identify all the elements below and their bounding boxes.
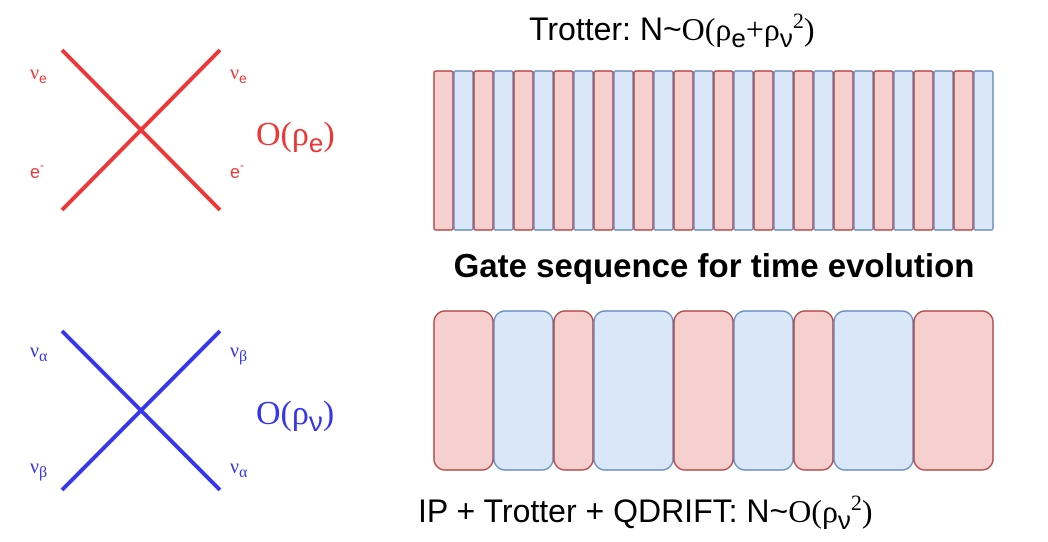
trotter-gate-block — [953, 70, 974, 231]
neutrino-line-2 — [60, 329, 222, 492]
neutrino-top-right-label: νβ — [230, 340, 247, 365]
electron-bottom-left-label: e- — [30, 158, 44, 182]
neutrino-vertex: να νβ νβ να O(ρν) — [30, 329, 334, 492]
ip-gate-sequence — [433, 310, 994, 471]
trotter-gate-block — [893, 70, 914, 231]
ip-gate-block — [913, 310, 994, 471]
ip-gate-block — [833, 310, 914, 471]
electron-line-2 — [60, 48, 222, 212]
trotter-gate-block — [473, 70, 494, 231]
trotter-gate-block — [773, 70, 794, 231]
ip-gate-block — [733, 310, 794, 471]
trotter-gate-block — [753, 70, 774, 231]
gate-sequence-title: Gate sequence for time evolution — [454, 247, 975, 284]
trotter-gate-block — [433, 70, 454, 231]
neutrino-top-left-label: να — [30, 340, 48, 365]
trotter-gate-block — [713, 70, 734, 231]
trotter-label: Trotter: N~O(ρe+ρν2) — [529, 8, 815, 53]
trotter-gate-block — [633, 70, 654, 231]
trotter-gate-block — [793, 70, 814, 231]
trotter-gate-block — [513, 70, 534, 231]
electron-order-label: O(ρe) — [256, 116, 335, 158]
trotter-gate-block — [913, 70, 934, 231]
electron-bottom-right-label: e- — [230, 158, 244, 182]
ip-gate-block — [793, 310, 834, 471]
trotter-gate-block — [453, 70, 474, 231]
trotter-gate-block — [613, 70, 634, 231]
ip-gate-block — [493, 310, 554, 471]
trotter-gate-block — [553, 70, 574, 231]
ip-gate-block — [673, 310, 734, 471]
trotter-gate-block — [873, 70, 894, 231]
ip-gate-block — [433, 310, 494, 471]
trotter-gate-block — [693, 70, 714, 231]
trotter-gate-block — [733, 70, 754, 231]
electron-top-left-label: νe — [30, 62, 47, 86]
trotter-gate-block — [853, 70, 874, 231]
ip-label: IP + Trotter + QDRIFT: N~O(ρν2) — [418, 490, 873, 535]
trotter-gate-block — [533, 70, 554, 231]
electron-top-right-label: νe — [230, 62, 247, 86]
electron-vertex: νe νe e- e- O(ρe) — [30, 48, 335, 212]
trotter-gate-block — [833, 70, 854, 231]
trotter-gate-block — [653, 70, 674, 231]
trotter-gate-block — [813, 70, 834, 231]
trotter-gate-block — [933, 70, 954, 231]
ip-gate-block — [593, 310, 674, 471]
neutrino-bottom-left-label: νβ — [30, 456, 47, 481]
trotter-gate-block — [493, 70, 514, 231]
trotter-gate-block — [573, 70, 594, 231]
trotter-gate-sequence — [433, 70, 994, 231]
neutrino-bottom-right-label: να — [230, 456, 248, 481]
ip-gate-block — [553, 310, 594, 471]
neutrino-order-label: O(ρν) — [256, 395, 334, 437]
trotter-gate-block — [593, 70, 614, 231]
trotter-gate-block — [973, 70, 994, 231]
trotter-gate-block — [673, 70, 694, 231]
